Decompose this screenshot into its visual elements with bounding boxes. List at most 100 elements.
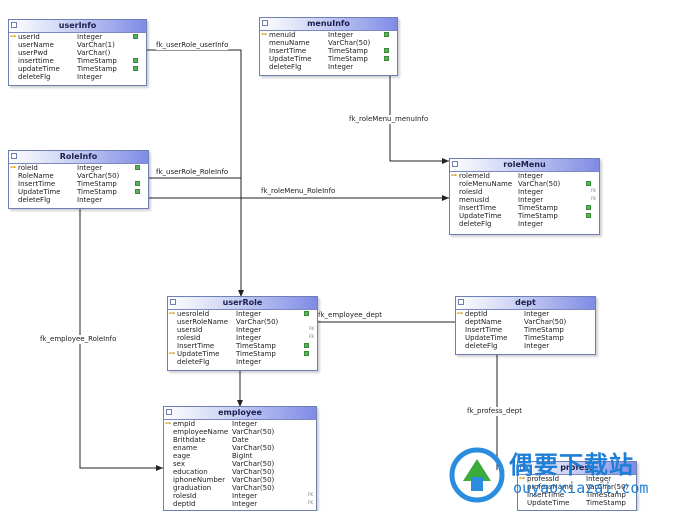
not-null-icon (135, 189, 140, 194)
field-type: VarChar(50) (232, 444, 275, 452)
field-type: Integer (232, 420, 258, 428)
collapse-icon[interactable] (458, 299, 464, 305)
relationship-label[interactable]: fk_userRole_RoleInfo (156, 168, 229, 177)
field-type: Integer (236, 326, 262, 334)
collapse-icon[interactable] (166, 409, 172, 415)
relationship-label[interactable]: fk_employee_dept (318, 311, 383, 320)
entity-header[interactable]: dept (456, 297, 595, 310)
field-name: InsertTime (269, 47, 307, 55)
entity-header[interactable]: employee (164, 407, 316, 420)
watermark-domain: ouyaoxiazai.com (513, 479, 649, 497)
relationship-label[interactable]: fk_userRole_userInfo (156, 41, 229, 50)
field-name: rolemeId (459, 172, 490, 180)
field-name: UpdateTime (177, 350, 220, 358)
not-null-icon (133, 58, 138, 63)
entity-title: menuInfo (307, 19, 350, 28)
entity-header[interactable]: userRole (168, 297, 317, 310)
entity-header[interactable]: menuInfo (260, 18, 397, 31)
entity-header[interactable]: profess (518, 462, 636, 475)
field-name: graduation (173, 484, 212, 492)
collapse-icon[interactable] (170, 299, 176, 305)
entity-header[interactable]: RoleInfo (9, 151, 148, 164)
field-name: iphoneNumber (173, 476, 225, 484)
field-type: TimeStamp (77, 57, 117, 65)
field-type: VarChar(50) (77, 172, 120, 180)
collapse-icon[interactable] (11, 153, 17, 159)
entity-header[interactable]: userInfo (9, 20, 146, 33)
relationship-label[interactable]: fk_roleMenu_RoleInfo (261, 187, 336, 196)
relationship-label[interactable]: fk_roleMenu_menuInfo (349, 115, 429, 124)
collapse-icon[interactable] (452, 161, 458, 167)
relationship-label[interactable]: fk_employee_RoleInfo (40, 335, 117, 344)
collapse-icon[interactable] (262, 20, 268, 26)
field-type: Integer (232, 492, 258, 500)
relationship-label[interactable]: fk_profess_dept (467, 407, 522, 416)
field-name: deptId (173, 500, 196, 508)
entity-header[interactable]: roleMenu (450, 159, 599, 172)
collapse-icon[interactable] (11, 22, 17, 28)
field-name: InsertTime (459, 204, 497, 212)
field-name: employeeName (173, 428, 229, 436)
field-name: deleteFlg (177, 358, 210, 366)
collapse-icon[interactable] (520, 464, 526, 470)
